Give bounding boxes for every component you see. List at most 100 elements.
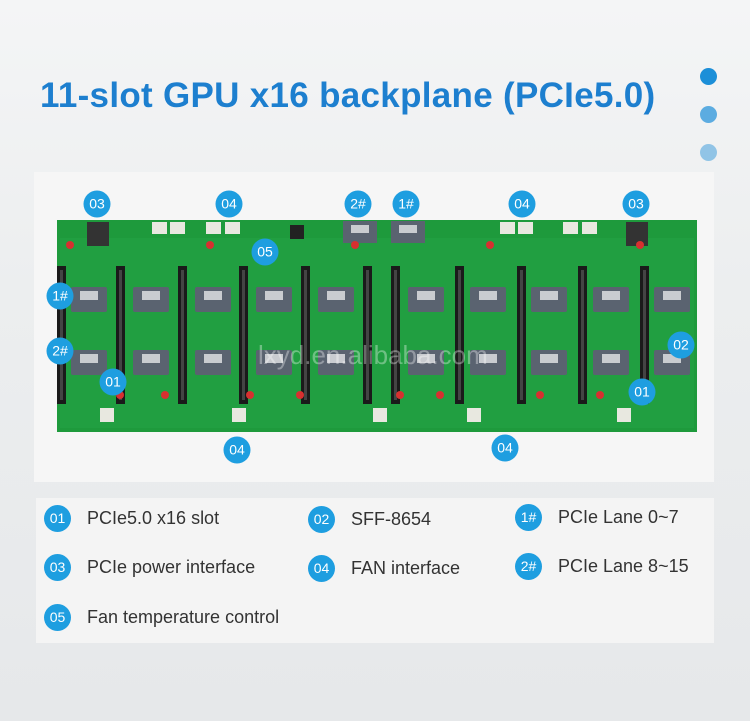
connector-port xyxy=(80,291,98,300)
legend-label: PCIe5.0 x16 slot xyxy=(87,508,220,528)
connector-port xyxy=(327,354,345,363)
callout-badge: 05 xyxy=(251,238,279,266)
capacitor xyxy=(436,391,444,399)
legend-badge: 2# xyxy=(515,553,542,580)
capacitor xyxy=(161,391,169,399)
callout-badge: 04 xyxy=(508,190,536,218)
capacitor xyxy=(246,391,254,399)
connector-port xyxy=(399,225,417,233)
connector-port xyxy=(663,354,681,363)
slot-pins xyxy=(394,270,397,400)
legend-label: SFF-8654 xyxy=(351,509,432,529)
slot-pins xyxy=(242,270,245,400)
fan-header xyxy=(225,222,240,234)
pcb-inner xyxy=(60,238,694,428)
connector-port xyxy=(602,291,620,300)
fan-header xyxy=(373,408,387,422)
callout-badge: 2# xyxy=(46,337,74,365)
legend-label: PCIe Lane 8~15 xyxy=(558,556,689,576)
legend-item: 03 PCIe power interface xyxy=(44,554,255,581)
connector-port xyxy=(265,291,283,300)
connector-port xyxy=(417,291,435,300)
callout-badge: 02 xyxy=(667,331,695,359)
slot-pins xyxy=(119,270,122,400)
legend-badge: 01 xyxy=(44,505,71,532)
fan-header xyxy=(100,408,114,422)
connector-port xyxy=(540,291,558,300)
connector-port xyxy=(204,354,222,363)
fan-header xyxy=(232,408,246,422)
pcie-power-connector xyxy=(87,222,109,246)
pcie-power-connector xyxy=(626,222,648,246)
legend-badge: 03 xyxy=(44,554,71,581)
legend-label: Fan temperature control xyxy=(87,607,280,627)
fan-header xyxy=(582,222,597,234)
legend-panel: 01 PCIe5.0 x16 slot 02 SFF-8654 1# PCIe Lan… xyxy=(36,498,714,643)
capacitor xyxy=(396,391,404,399)
callout-badge: 03 xyxy=(622,190,650,218)
capacitor xyxy=(66,241,74,249)
fan-header xyxy=(152,222,167,234)
fan-header xyxy=(617,408,631,422)
legend-badge: 04 xyxy=(308,555,335,582)
decor-dot xyxy=(700,144,717,161)
decor-dot xyxy=(700,68,717,85)
capacitor xyxy=(296,391,304,399)
slot-pins xyxy=(60,270,63,400)
callout-badge: 04 xyxy=(491,434,519,462)
connector-port xyxy=(327,291,345,300)
callout-badge: 01 xyxy=(99,368,127,396)
capacitor xyxy=(206,241,214,249)
callout-badge: 03 xyxy=(83,190,111,218)
legend-badge: 02 xyxy=(308,506,335,533)
connector-port xyxy=(540,354,558,363)
watermark: lxyd.en.alibaba.com xyxy=(258,340,488,370)
slot-pins xyxy=(366,270,369,400)
connector-port xyxy=(142,291,160,300)
capacitor xyxy=(536,391,544,399)
slot-pins xyxy=(520,270,523,400)
slot-pins xyxy=(458,270,461,400)
capacitor xyxy=(636,241,644,249)
connector-port xyxy=(265,354,283,363)
slot-pins xyxy=(581,270,584,400)
fan-header xyxy=(467,408,481,422)
connector-port xyxy=(204,291,222,300)
callout-badge: 1# xyxy=(392,190,420,218)
legend-item: 05 Fan temperature control xyxy=(44,604,279,631)
connector-port xyxy=(479,354,497,363)
connector-port xyxy=(80,354,98,363)
legend-item: 1# PCIe Lane 0~7 xyxy=(515,504,679,531)
callout-badge: 2# xyxy=(344,190,372,218)
legend-item: 01 PCIe5.0 x16 slot xyxy=(44,505,219,532)
slot-pins xyxy=(181,270,184,400)
connector-port xyxy=(663,291,681,300)
fan-header xyxy=(500,222,515,234)
fan-header xyxy=(170,222,185,234)
connector-port xyxy=(602,354,620,363)
legend-item: 2# PCIe Lane 8~15 xyxy=(515,553,689,580)
capacitor xyxy=(596,391,604,399)
controller-chip xyxy=(290,225,304,239)
callout-badge: 04 xyxy=(223,436,251,464)
capacitor xyxy=(486,241,494,249)
connector-port xyxy=(479,291,497,300)
legend-item: 02 SFF-8654 xyxy=(308,506,431,533)
fan-header xyxy=(563,222,578,234)
fan-header xyxy=(518,222,533,234)
connector-port xyxy=(142,354,160,363)
slot-pins xyxy=(304,270,307,400)
decor-dot xyxy=(700,106,717,123)
legend-label: PCIe Lane 0~7 xyxy=(558,507,679,527)
page-title: 11-slot GPU x16 backplane (PCIe5.0) xyxy=(40,76,656,115)
callout-badge: 1# xyxy=(46,282,74,310)
legend-badge: 05 xyxy=(44,604,71,631)
callout-badge: 04 xyxy=(215,190,243,218)
legend-label: PCIe power interface xyxy=(87,557,256,577)
capacitor xyxy=(351,241,359,249)
legend-badge: 1# xyxy=(515,504,542,531)
connector-port xyxy=(417,354,435,363)
slot-pins xyxy=(643,270,646,400)
